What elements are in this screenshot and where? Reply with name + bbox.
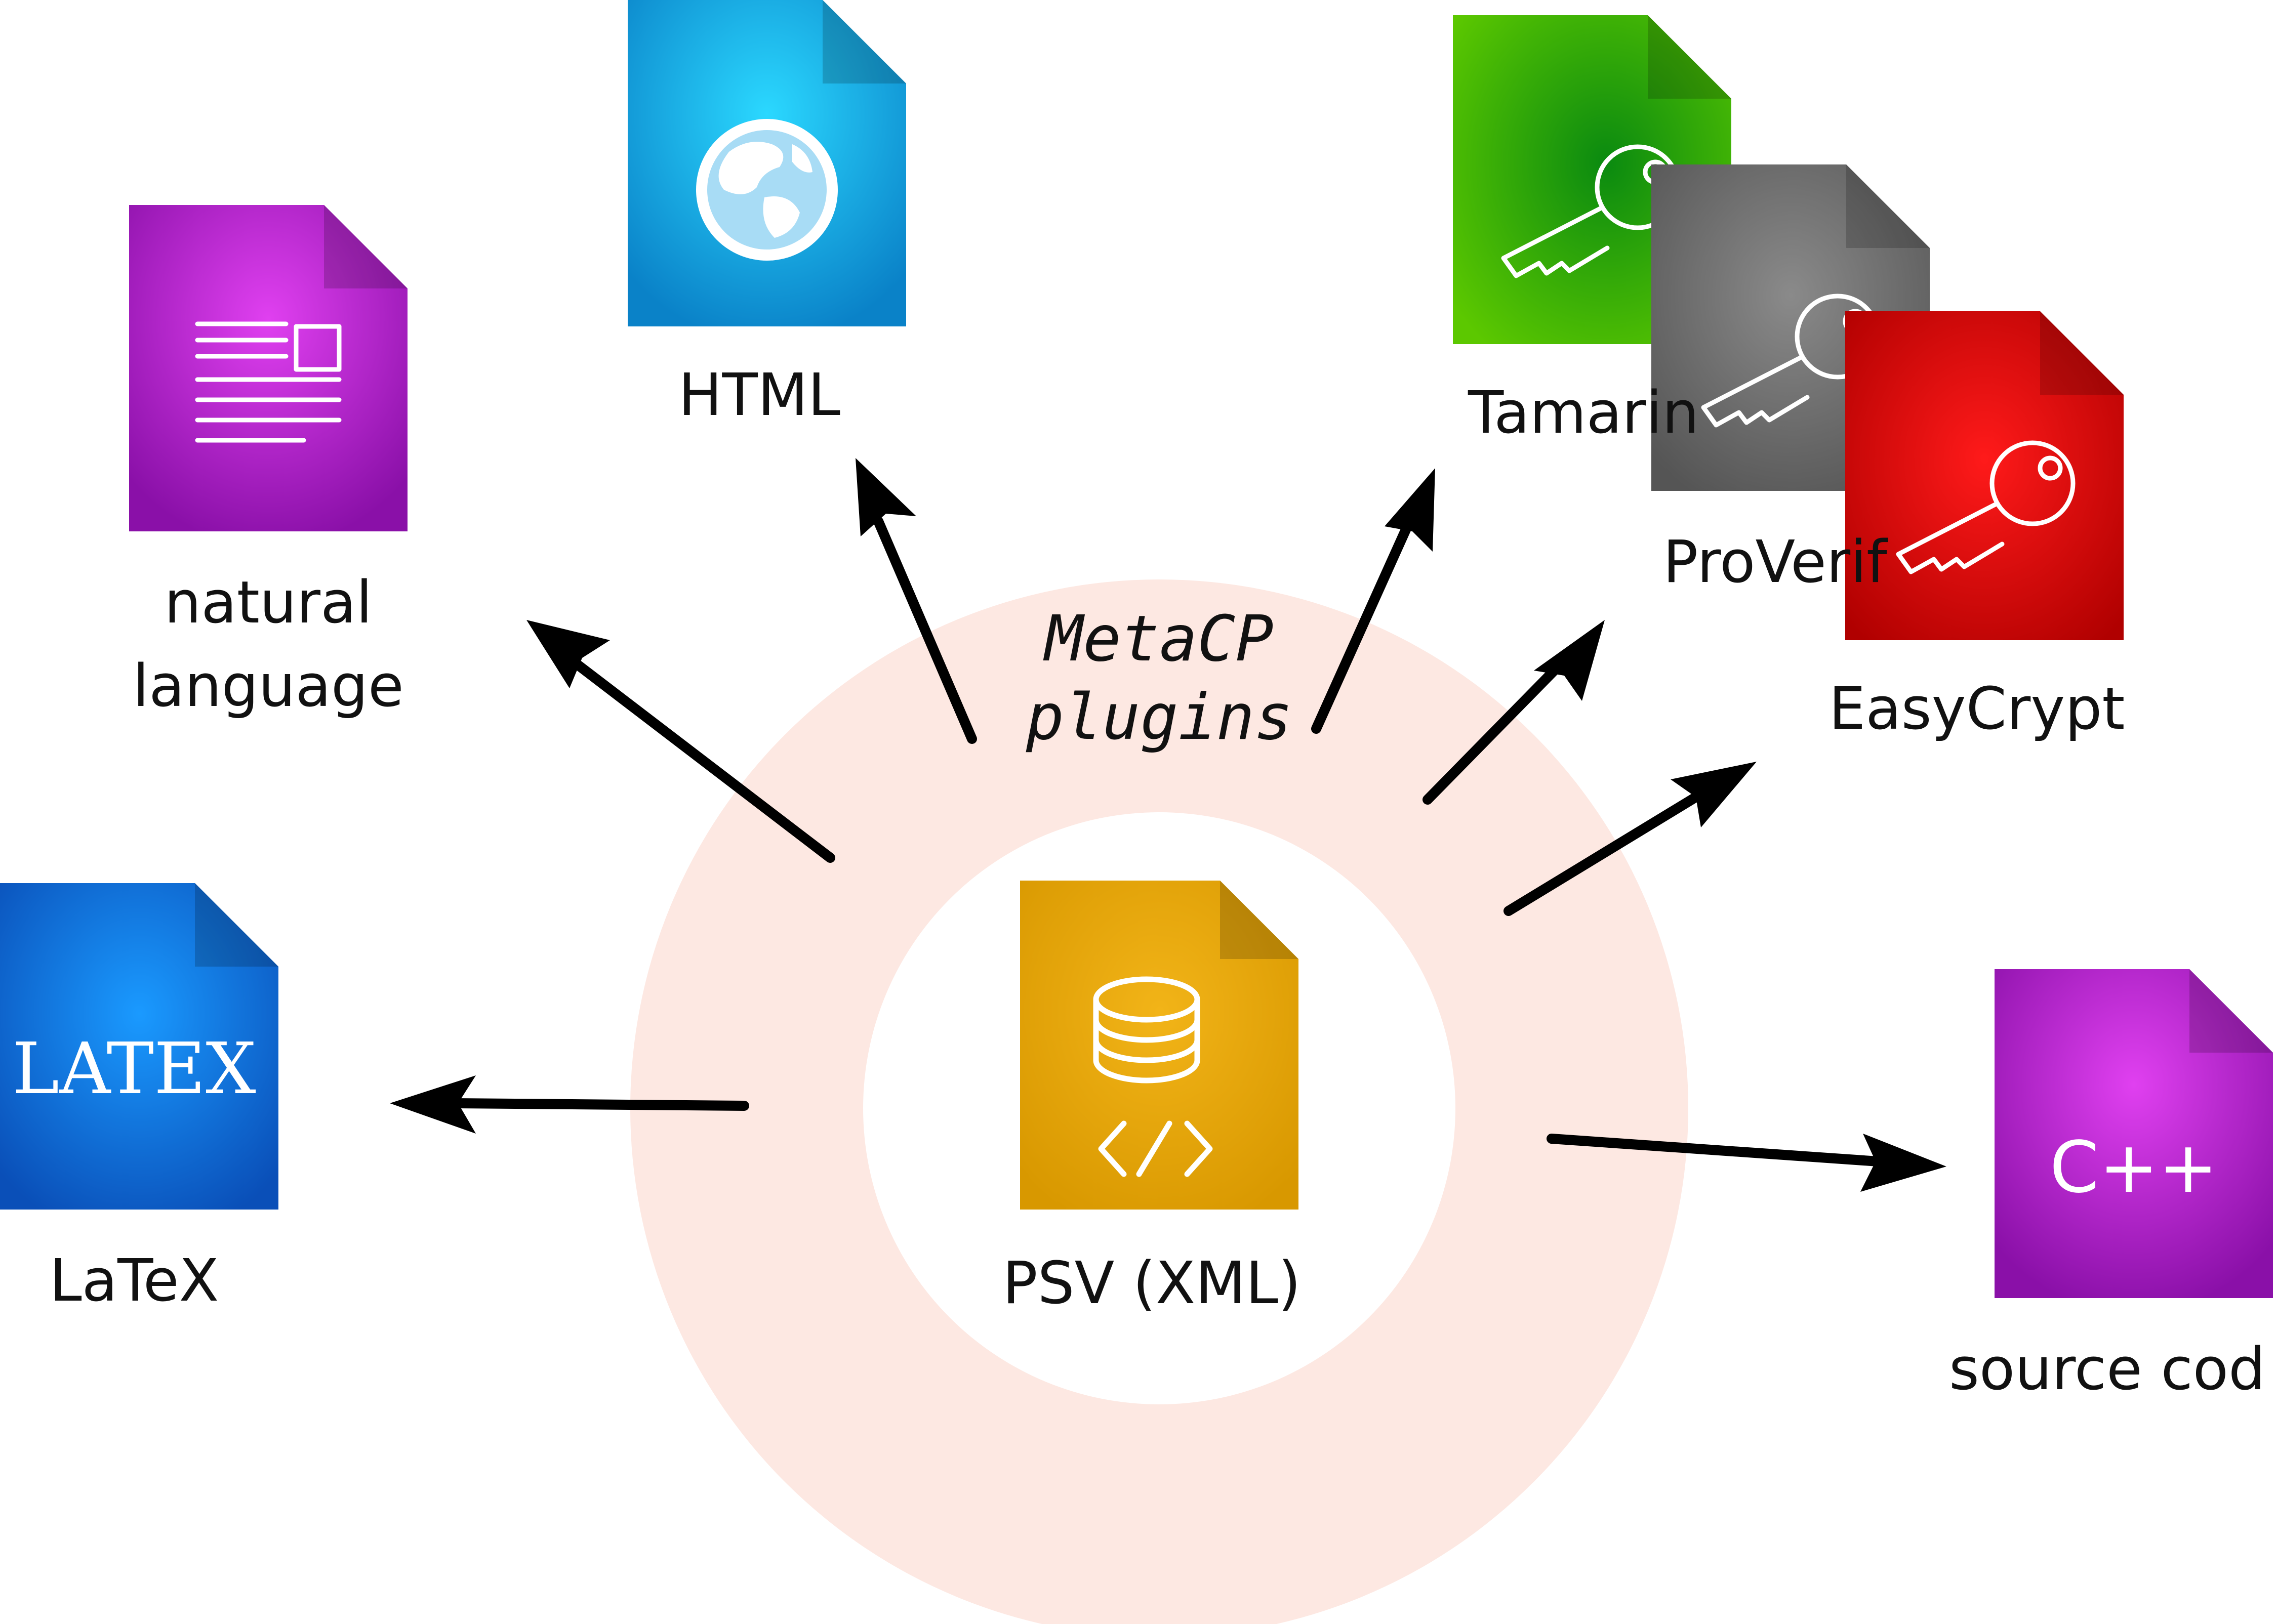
natural-language-file-icon [129,205,408,531]
globe-icon [696,119,838,261]
arrow-to-tamarin [1311,468,1435,734]
svg-text:LATEX: LATEX [12,1028,256,1110]
arrow-to-natural-language [526,620,835,863]
arrow-to-latex [390,1075,749,1134]
cpp-icon: C++ [2050,1127,2218,1209]
arrow-to-source-code [1547,1134,1946,1192]
latex-logo: LATEX [12,1028,256,1110]
plugins-label-line1: MetaCP [1043,602,1274,676]
plugins-label-line2: plugins [1026,681,1293,754]
tamarin-label: Tamarin [1468,379,1699,447]
source-code-file-icon: C++ [1995,969,2273,1298]
easycrypt-label: EasyCrypt [1829,675,2125,743]
html-label: HTML [678,361,840,429]
psv-file-icon [1020,881,1298,1210]
svg-text:C++: C++ [2050,1127,2218,1209]
code-brackets-icon [1098,1120,1213,1177]
natural-language-label-line2: language [133,652,403,720]
latex-file-icon: LATEX [0,883,278,1210]
proverif-label: ProVerif [1663,528,1888,596]
source-code-label: source cod [1949,1336,2265,1403]
easycrypt-file-icon [1845,311,2124,640]
natural-language-label-line1: natural [164,569,372,637]
document-text-icon [195,321,342,443]
html-file-icon [628,0,906,326]
database-icon [1093,976,1200,1084]
arrow-to-easycrypt [1503,762,1757,916]
arrow-to-html [856,458,977,744]
latex-label: LaTeX [50,1247,219,1315]
psv-label: PSV (XML) [1002,1250,1300,1317]
key-icon [1896,440,2076,574]
arrow-to-proverif [1422,620,1605,805]
